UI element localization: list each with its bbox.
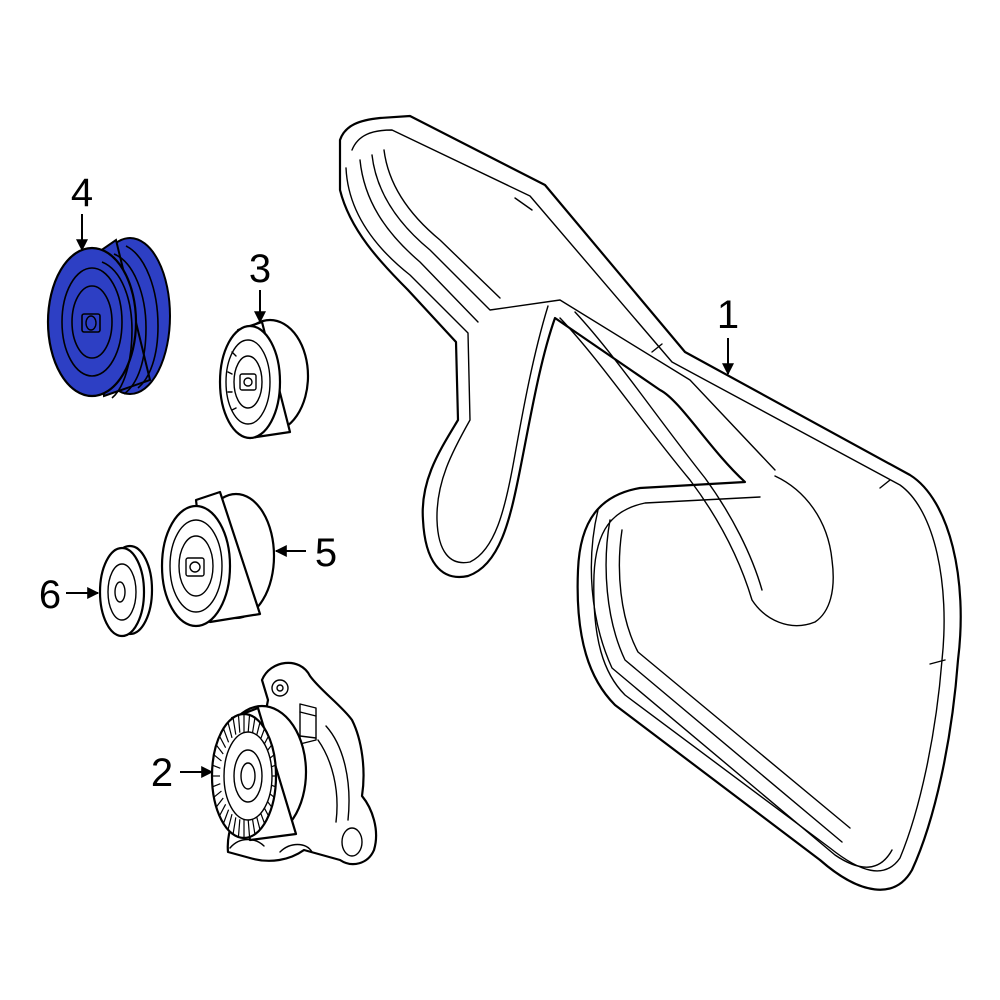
tensioner-rib (232, 717, 237, 735)
tensioner-rib (213, 754, 222, 762)
callout-label-2: 2 (151, 751, 173, 795)
callout-label-5: 5 (315, 531, 337, 575)
tensioner-rib (213, 790, 222, 798)
tensioner-rib (215, 744, 224, 755)
tensioner-rib (247, 714, 251, 733)
tensioner-rib (218, 735, 227, 748)
tensioner-part-2[interactable] (210, 661, 378, 866)
tensioner-rib (237, 714, 241, 733)
callout-label-1: 1 (717, 293, 739, 337)
callout-label-6: 6 (39, 573, 61, 617)
tensioner-rib (215, 797, 224, 808)
tensioner-rib (212, 783, 221, 788)
tensioner-rib (247, 819, 251, 838)
tensioner-rib (212, 764, 221, 769)
callout-arrows (66, 214, 734, 778)
belt-part-1[interactable] (338, 114, 962, 891)
washer-part-6[interactable] (98, 544, 154, 638)
tensioner-rib (232, 817, 237, 835)
tensioner-rib (222, 809, 230, 824)
tensioner-rib (237, 819, 241, 838)
tensioner-rib (227, 813, 233, 830)
tensioner-rib (222, 728, 230, 743)
callout-label-3: 3 (249, 247, 271, 291)
tensioner-rib (251, 717, 256, 735)
idler-pulley-part-3[interactable] (218, 318, 310, 440)
pulley-part-4[interactable] (46, 237, 171, 399)
callout-label-4: 4 (71, 171, 93, 215)
tensioner-rib (218, 804, 227, 817)
idler-pulley-part-5[interactable] (160, 490, 276, 628)
tensioner-rib (251, 817, 256, 835)
tensioner-rib (227, 722, 233, 739)
